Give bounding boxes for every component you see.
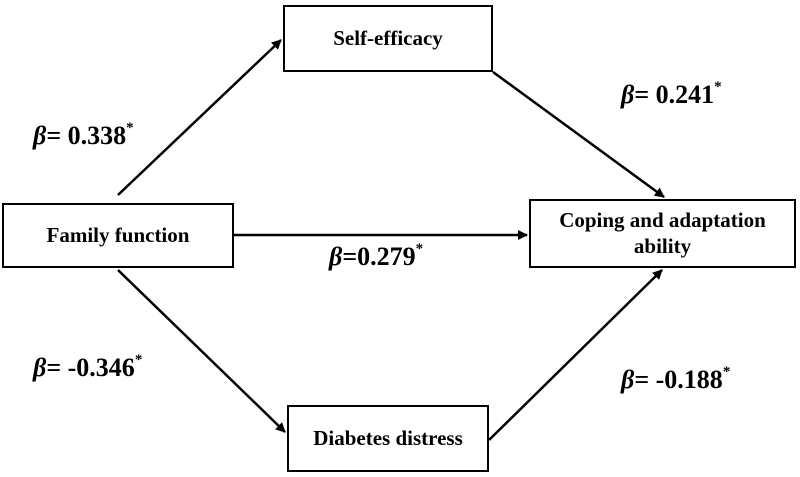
significance-mark: * (126, 120, 134, 137)
coefficient-family-to-self-efficacy: β= 0.338* (33, 120, 134, 150)
family-function-box: Family function (2, 203, 234, 268)
coefficient-family-to-diabetes-distress: β= -0.346* (33, 352, 143, 382)
coefficient-value: =0.279 (342, 242, 416, 271)
coefficient-value: = 0.241 (634, 80, 715, 109)
coefficient-value: = -0.188 (634, 365, 723, 394)
self-efficacy-box: Self-efficacy (283, 5, 493, 72)
coping-adaptation-box: Coping and adaptation ability (529, 199, 796, 268)
arrow-self-efficacy-to-coping (492, 70, 665, 199)
diabetes-distress-box: Diabetes distress (287, 405, 489, 472)
beta-symbol: β (621, 365, 635, 394)
significance-mark: * (714, 79, 722, 96)
arrow-family-to-self-efficacy (117, 39, 282, 196)
coefficient-diabetes-distress-to-coping: β= -0.188* (621, 364, 731, 394)
coefficient-value: = -0.346 (46, 353, 135, 382)
diabetes-distress-label: Diabetes distress (313, 425, 463, 450)
coefficient-family-to-coping: β=0.279* (329, 241, 424, 271)
significance-mark: * (134, 352, 143, 369)
coefficient-value: = 0.338 (46, 121, 127, 150)
coping-label-line2: ability (633, 233, 692, 258)
arrow-diabetes-distress-to-coping (488, 269, 663, 441)
beta-symbol: β (33, 353, 47, 382)
significance-mark: * (722, 364, 731, 381)
beta-symbol: β (33, 121, 47, 150)
coefficient-self-efficacy-to-coping: β= 0.241* (621, 79, 722, 109)
family-function-label: Family function (46, 222, 190, 247)
arrow-family-to-diabetes-distress (117, 269, 286, 433)
self-efficacy-label: Self-efficacy (333, 25, 443, 50)
beta-symbol: β (621, 80, 635, 109)
coping-label-line1: Coping and adaptation (559, 208, 766, 233)
beta-symbol: β (329, 242, 343, 271)
significance-mark: * (415, 241, 424, 258)
